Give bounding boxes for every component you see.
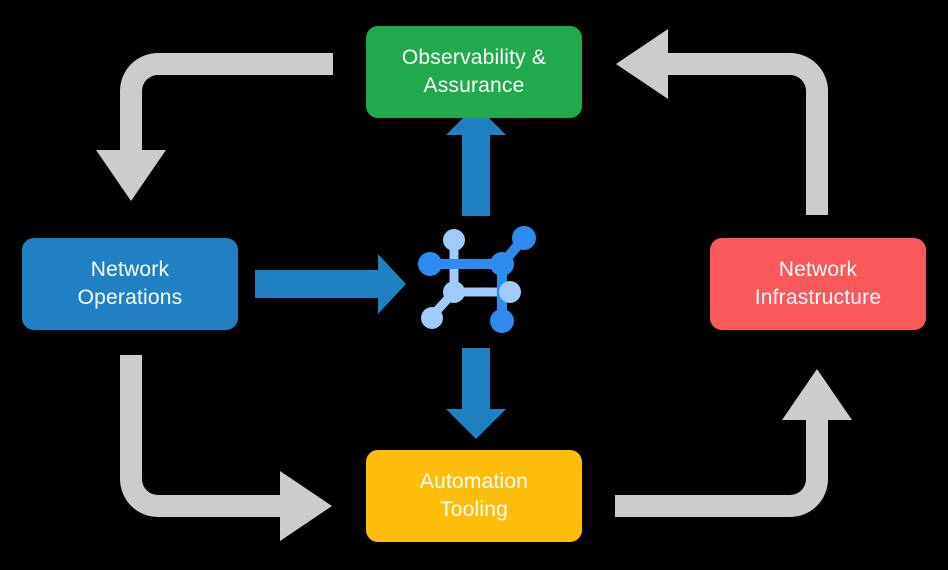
node-automation-tooling[interactable]: Automation Tooling bbox=[366, 450, 582, 542]
node-operations-label: Network Operations bbox=[77, 258, 183, 309]
connector-infrastructure-to-observability bbox=[616, 29, 828, 215]
node-infrastructure-label: Network Infrastructure bbox=[754, 258, 882, 309]
node-observability-assurance[interactable]: Observability & Assurance bbox=[366, 26, 582, 118]
node-observability-label: Observability & Assurance bbox=[401, 46, 547, 97]
node-network-operations[interactable]: Network Operations bbox=[22, 238, 238, 330]
connector-automation-to-infrastructure bbox=[615, 369, 852, 517]
connector-operations-to-center bbox=[255, 254, 406, 314]
connector-operations-to-automation bbox=[120, 355, 332, 541]
connector-observability-to-operations bbox=[96, 53, 333, 201]
connector-center-to-observability bbox=[446, 105, 506, 216]
network-topology-icon bbox=[418, 226, 536, 333]
connector-center-to-automation bbox=[446, 348, 506, 439]
node-network-infrastructure[interactable]: Network Infrastructure bbox=[710, 238, 926, 330]
node-automation-label: Automation Tooling bbox=[419, 470, 529, 521]
network-nodes bbox=[418, 226, 536, 333]
